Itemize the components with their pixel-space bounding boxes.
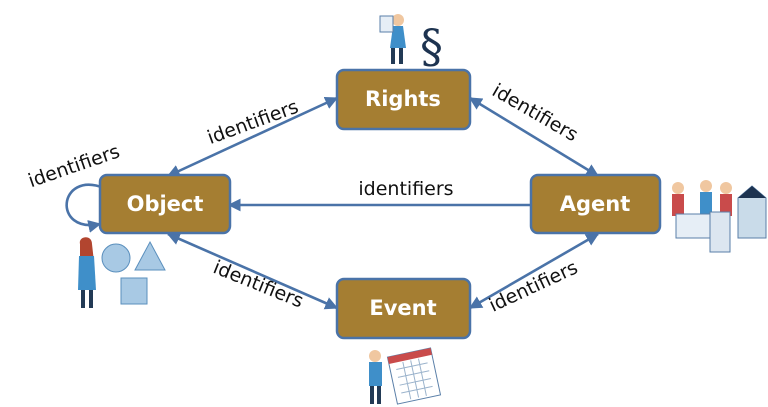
node-event-label: Event xyxy=(369,296,436,320)
edge-object-self-loop xyxy=(65,183,105,233)
node-rights-label: Rights xyxy=(365,87,441,111)
node-agent-label: Agent xyxy=(560,192,631,216)
node-object: Object xyxy=(98,173,232,235)
edge-event-agent xyxy=(468,232,600,310)
edge-label-event-agent: identifiers xyxy=(486,256,582,316)
node-rights: Rights xyxy=(335,68,472,131)
lawyer-reading-icon xyxy=(379,14,406,64)
node-object-label: Object xyxy=(127,192,204,216)
woman-with-data-shapes-icon xyxy=(78,237,166,308)
edge-object-event xyxy=(166,232,339,310)
people-with-computers-icon xyxy=(672,180,767,253)
node-event: Event xyxy=(335,277,472,340)
edge-label-object-event: identifiers xyxy=(210,256,306,312)
edge-label-agent-object: identifiers xyxy=(358,178,453,200)
man-with-calendar-icon xyxy=(369,347,442,405)
edge-rights-agent xyxy=(468,96,600,178)
node-agent: Agent xyxy=(529,173,662,235)
edge-object-rights xyxy=(166,96,339,178)
svg-text:§: § xyxy=(420,19,443,73)
section-sign-icon: § xyxy=(420,19,443,73)
